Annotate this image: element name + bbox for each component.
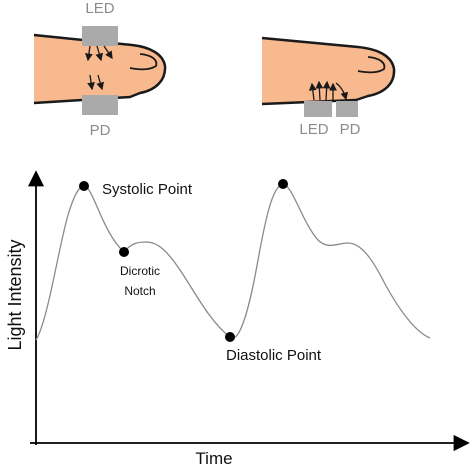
- pd-sensor-bottom: [82, 95, 118, 115]
- reflective-finger-diagram: LED PD: [261, 36, 396, 138]
- pd-sensor-bottom-right: [336, 101, 358, 117]
- light-path-arrows-right: [308, 80, 349, 101]
- led-sensor-bottom: [304, 101, 332, 117]
- led-sensor-top: [82, 26, 118, 46]
- x-axis-label: Time: [195, 449, 232, 467]
- systolic-point-marker: [79, 181, 89, 191]
- ppg-waveform-curve: [35, 183, 431, 341]
- systolic-point-label: Systolic Point: [102, 181, 193, 198]
- finger-right-skin: [262, 38, 395, 104]
- diastolic-point-marker: [225, 332, 235, 342]
- second-systolic-point-marker: [278, 179, 288, 189]
- pd-label-left: PD: [90, 122, 111, 139]
- transmissive-finger-diagram: LED PD: [33, 0, 167, 139]
- led-label-left: LED: [85, 0, 114, 17]
- fingernail-left: [129, 53, 158, 71]
- pd-label-right: PD: [340, 121, 361, 138]
- finger-right-outline: [261, 36, 396, 106]
- diastolic-point-label: Diastolic Point: [226, 347, 322, 364]
- waveform-plot: Systolic Point Dicrotic Notch Diastolic …: [5, 170, 470, 467]
- dicrotic-label-line1: Dicrotic: [120, 264, 160, 278]
- finger-left-outline: [33, 33, 167, 105]
- dicrotic-notch-marker: [119, 247, 129, 257]
- y-axis-label: Light Intensity: [5, 239, 25, 350]
- fingernail-right: [357, 56, 386, 74]
- finger-left-skin: [34, 35, 166, 103]
- light-path-arrows-left: [85, 45, 113, 91]
- dicrotic-label-line2: Notch: [124, 284, 155, 298]
- led-label-right: LED: [299, 121, 328, 138]
